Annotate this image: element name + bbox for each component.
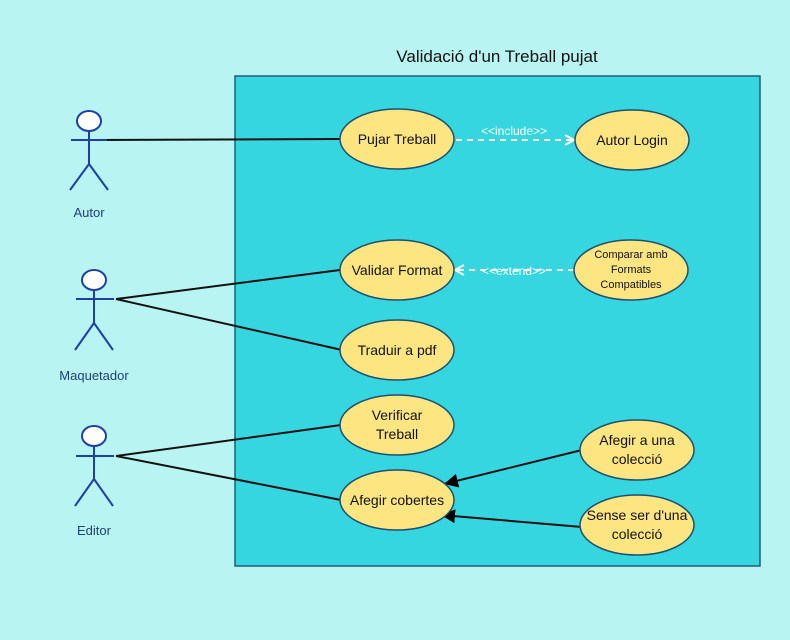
usecase-label: Traduir a pdf — [358, 342, 437, 358]
stick-figure-icon — [74, 425, 114, 507]
diagram-title: Validació d'un Treball pujat — [396, 47, 598, 66]
generalization-coleccio-cobertes — [443, 449, 583, 488]
usecase-label: Sense ser d'una — [587, 507, 688, 523]
actor-editor-label: Editor — [77, 523, 112, 538]
usecase-label: Afegir a una — [599, 432, 675, 448]
actor-maquetador-label: Maquetador — [59, 368, 129, 383]
stick-figure-icon — [74, 269, 114, 351]
association-lines — [97, 138, 343, 501]
actor-editor[interactable] — [74, 425, 114, 507]
usecase-pujar-treball[interactable]: Pujar Treball — [339, 108, 455, 170]
actor-autor-label: Autor — [73, 205, 105, 220]
usecase-comparar-formats[interactable]: Comparar amb Formats Compatibles — [573, 239, 689, 301]
usecase-sense-coleccio[interactable]: Sense ser d'una colecció — [579, 494, 695, 556]
usecase-label: Autor Login — [596, 132, 668, 148]
usecase-label: Formats — [611, 264, 652, 276]
usecase-label: Afegir cobertes — [350, 492, 444, 508]
usecase-label: Comparar amb — [594, 249, 667, 261]
usecase-traduir-pdf[interactable]: Traduir a pdf — [339, 319, 455, 381]
usecase-label: Validar Format — [352, 262, 443, 278]
actor-autor[interactable] — [69, 110, 109, 191]
usecase-label: colecció — [612, 451, 663, 467]
usecase-autor-login[interactable]: Autor Login — [574, 109, 690, 171]
assoc-autor-pujar — [97, 138, 341, 141]
usecase-label: colecció — [612, 526, 663, 542]
include-label: <<include>> — [481, 124, 547, 138]
generalization-sense-cobertes — [440, 509, 583, 528]
assoc-editor-verificar — [115, 424, 342, 457]
assoc-maquetador-validar — [115, 269, 341, 300]
usecase-validar-format[interactable]: Validar Format — [339, 239, 455, 301]
actor-maquetador[interactable] — [74, 269, 114, 351]
usecase-label: Verificar — [372, 407, 423, 423]
usecase-afegir-coleccio[interactable]: Afegir a una colecció — [579, 419, 695, 481]
usecase-label: Pujar Treball — [358, 131, 437, 147]
usecase-verificar-treball[interactable]: Verificar Treball — [339, 394, 455, 456]
usecase-label: Compatibles — [600, 279, 662, 291]
assoc-editor-cobertes — [115, 455, 342, 501]
usecase-label: Treball — [376, 426, 418, 442]
assoc-maquetador-traduir — [115, 298, 343, 351]
extend-label: <<extend>> — [482, 264, 546, 278]
usecase-afegir-cobertes[interactable]: Afegir cobertes — [339, 469, 455, 531]
stick-figure-icon — [69, 110, 109, 191]
